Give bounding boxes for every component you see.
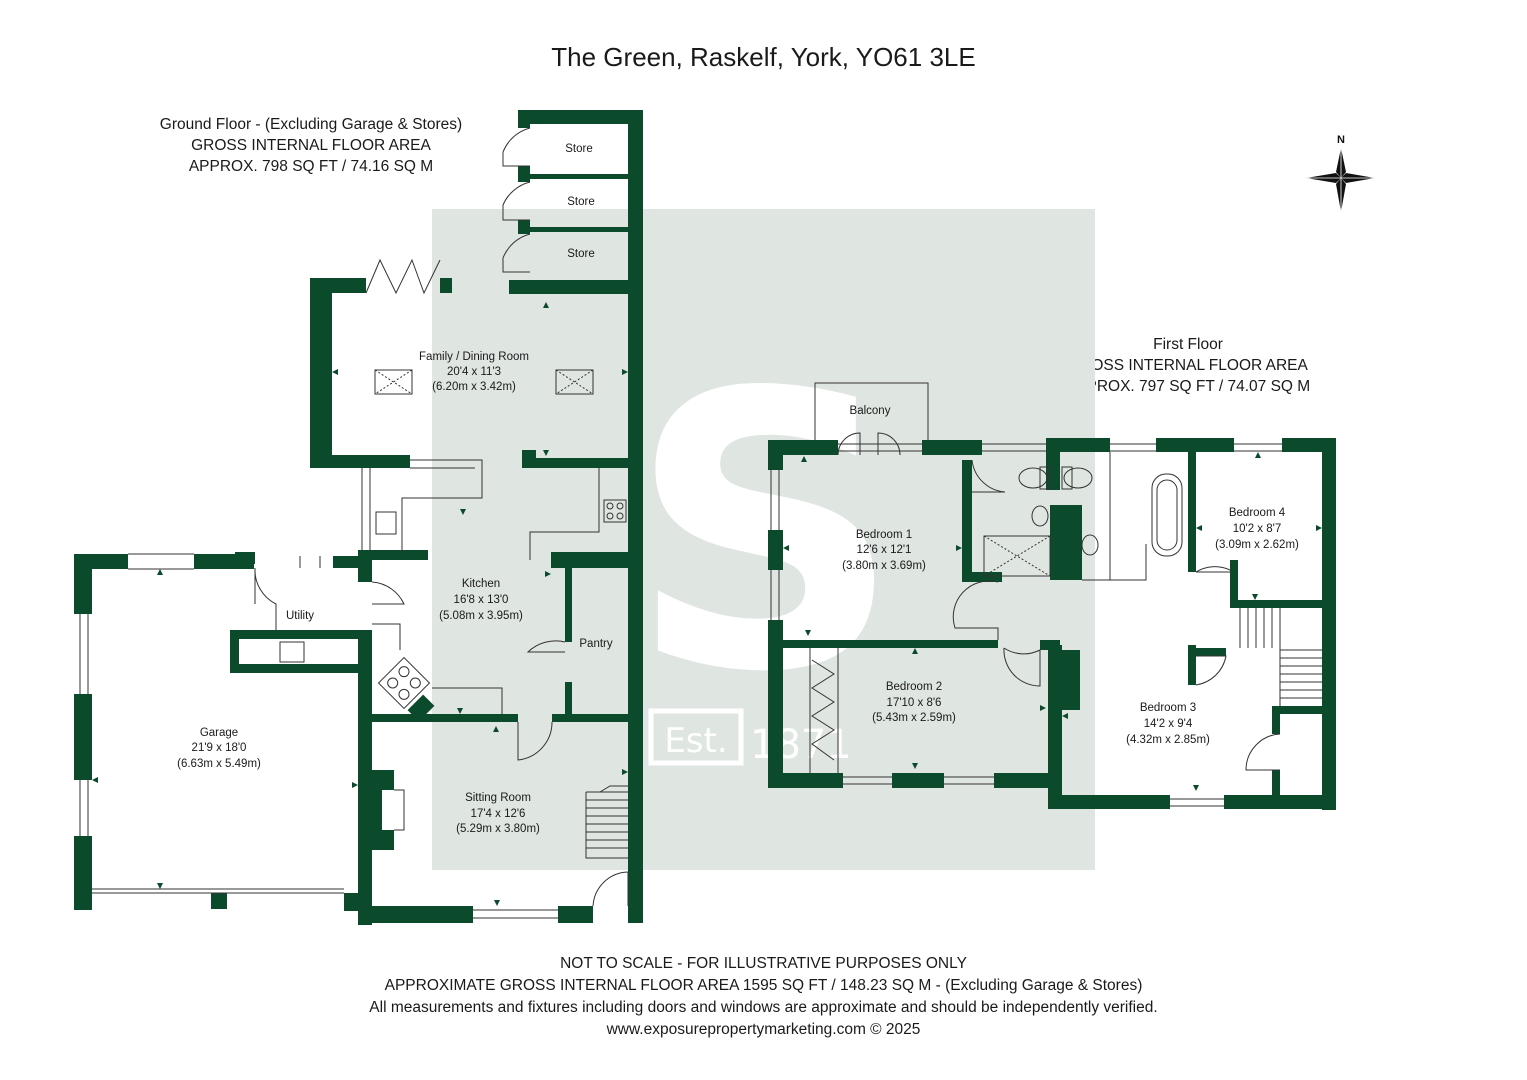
kitchen-imperial: 16'8 x 13'0	[454, 594, 509, 606]
bedroom1-metric: (3.80m x 3.69m)	[842, 560, 926, 572]
bedroom4-imperial: 10'2 x 8'7	[1233, 523, 1282, 535]
bedroom2-metric: (5.43m x 2.59m)	[872, 712, 956, 724]
family-room-label: Family / Dining Room 20'4 x 11'3 (6.20m …	[419, 351, 529, 393]
ground-floor-stairs	[585, 785, 628, 859]
ground-floor-area-block: Ground Floor - (Excluding Garage & Store…	[140, 114, 482, 177]
bedroom4-metric: (3.09m x 2.62m)	[1215, 539, 1299, 551]
compass-north-label: N	[1337, 134, 1345, 146]
bedroom1-label: Bedroom 1 12'6 x 12'1 (3.80m x 3.69m)	[842, 529, 926, 572]
bedroom2-label: Bedroom 2 17'10 x 8'6 (5.43m x 2.59m)	[872, 681, 956, 724]
footer-disclaimer: NOT TO SCALE - FOR ILLUSTRATIVE PURPOSES…	[0, 953, 1527, 1041]
watermark-badge-text: Est.	[664, 721, 727, 761]
watermark-year: 1871	[750, 722, 852, 768]
bedroom2-imperial: 17'10 x 8'6	[887, 697, 942, 709]
first-floor-radiators	[783, 452, 1322, 791]
bedroom3-name: Bedroom 3	[1140, 702, 1196, 714]
bedroom2-name: Bedroom 2	[886, 681, 942, 693]
sitting-room-name: Sitting Room	[465, 792, 531, 804]
family-room-metric: (6.20m x 3.42m)	[432, 381, 516, 393]
watermark-letter: S	[628, 312, 902, 755]
first-floor-area-value: APPROX. 797 SQ FT / 74.07 SQ M	[1065, 378, 1311, 395]
garage-name: Garage	[200, 727, 238, 739]
bedroom1-imperial: 12'6 x 12'1	[857, 544, 912, 556]
store-label-2: Store	[567, 196, 595, 208]
ground-floor-area-value: APPROX. 798 SQ FT / 74.16 SQ M	[188, 158, 434, 175]
bedroom3-label: Bedroom 3 14'2 x 9'4 (4.32m x 2.85m)	[1126, 702, 1210, 746]
first-floor-walls	[768, 438, 1336, 810]
footer-line-1: NOT TO SCALE - FOR ILLUSTRATIVE PURPOSES…	[560, 955, 967, 972]
utility-label: Utility	[286, 610, 314, 622]
first-floor-stairs	[1239, 608, 1322, 706]
page-title: The Green, Raskelf, York, YO61 3LE	[551, 42, 976, 72]
balcony-label: Balcony	[850, 405, 891, 417]
store-label-1: Store	[565, 143, 593, 155]
bedroom1-name: Bedroom 1	[856, 529, 912, 541]
bedroom3-metric: (4.32m x 2.85m)	[1126, 734, 1210, 746]
ground-floor-heading: Ground Floor - (Excluding Garage & Store…	[159, 116, 463, 133]
pantry-label: Pantry	[579, 638, 612, 650]
ground-floor-radiators	[92, 302, 628, 906]
garage-label: Garage 21'9 x 18'0 (6.63m x 5.49m)	[177, 727, 261, 770]
garage-metric: (6.63m x 5.49m)	[177, 758, 261, 770]
family-room-imperial: 20'4 x 11'3	[447, 366, 501, 378]
first-floor-heading: First Floor	[1153, 336, 1223, 353]
garage-imperial: 21'9 x 18'0	[192, 742, 247, 754]
bedroom4-name: Bedroom 4	[1229, 507, 1286, 519]
store-label-3: Store	[567, 248, 595, 260]
first-floor-area-block: First Floor GROSS INTERNAL FLOOR AREA AP…	[1050, 334, 1326, 397]
first-floor-fixtures	[770, 382, 1322, 807]
footer-line-2: APPROXIMATE GROSS INTERNAL FLOOR AREA 15…	[384, 977, 1143, 994]
footer-line-3: All measurements and fixtures including …	[369, 999, 1158, 1016]
ground-floor-area-label: GROSS INTERNAL FLOOR AREA	[191, 137, 431, 154]
watermark-badge-box	[648, 708, 744, 766]
family-room-name: Family / Dining Room	[419, 351, 529, 363]
first-floor-area-label: GROSS INTERNAL FLOOR AREA	[1068, 357, 1308, 374]
kitchen-name: Kitchen	[462, 578, 500, 590]
ground-floor-walls	[74, 110, 643, 925]
bedroom3-imperial: 14'2 x 9'4	[1144, 718, 1193, 730]
bedroom4-label: Bedroom 4 10'2 x 8'7 (3.09m x 2.62m)	[1215, 507, 1299, 551]
sitting-room-imperial: 17'4 x 12'6	[471, 808, 526, 820]
footer-line-4: www.exposurepropertymarketing.com © 2025	[606, 1021, 921, 1038]
compass-icon: N	[1306, 134, 1375, 212]
kitchen-label: Kitchen 16'8 x 13'0 (5.08m x 3.95m)	[439, 578, 523, 622]
sitting-room-label: Sitting Room 17'4 x 12'6 (5.29m x 3.80m)	[456, 792, 540, 835]
sitting-room-metric: (5.29m x 3.80m)	[456, 823, 540, 835]
ground-floor-fixtures	[79, 127, 629, 919]
kitchen-metric: (5.08m x 3.95m)	[439, 610, 523, 622]
